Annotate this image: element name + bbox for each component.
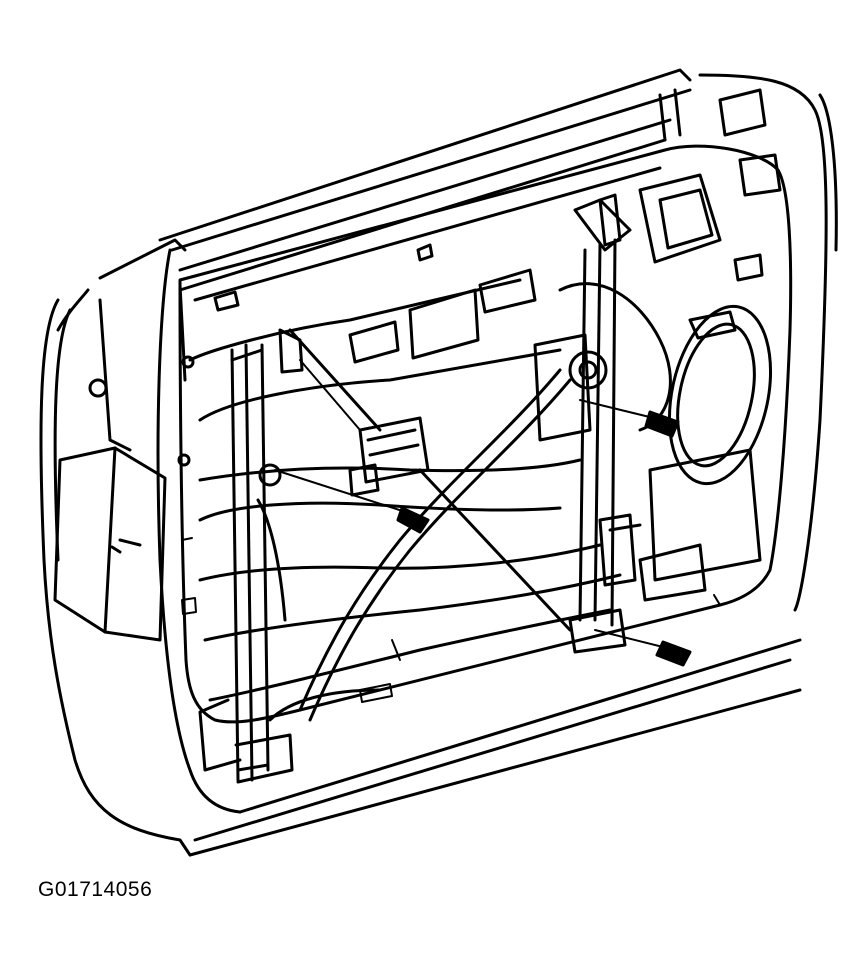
body-pillar bbox=[41, 240, 190, 855]
window-channel bbox=[179, 90, 765, 465]
figure-code-label: G01714056 bbox=[38, 878, 153, 901]
lower-right-panel bbox=[610, 450, 760, 600]
clips bbox=[182, 538, 720, 702]
door-outer-shell bbox=[158, 70, 836, 855]
latch-rods-and-cables bbox=[270, 330, 570, 720]
inside-handle-bracket bbox=[350, 418, 428, 495]
left-window-rail bbox=[200, 330, 302, 782]
screw-icon bbox=[398, 412, 690, 665]
right-window-regulator bbox=[535, 200, 670, 652]
inner-door-panel bbox=[180, 146, 791, 722]
upper-panel-features bbox=[215, 155, 780, 362]
speaker bbox=[654, 297, 785, 493]
